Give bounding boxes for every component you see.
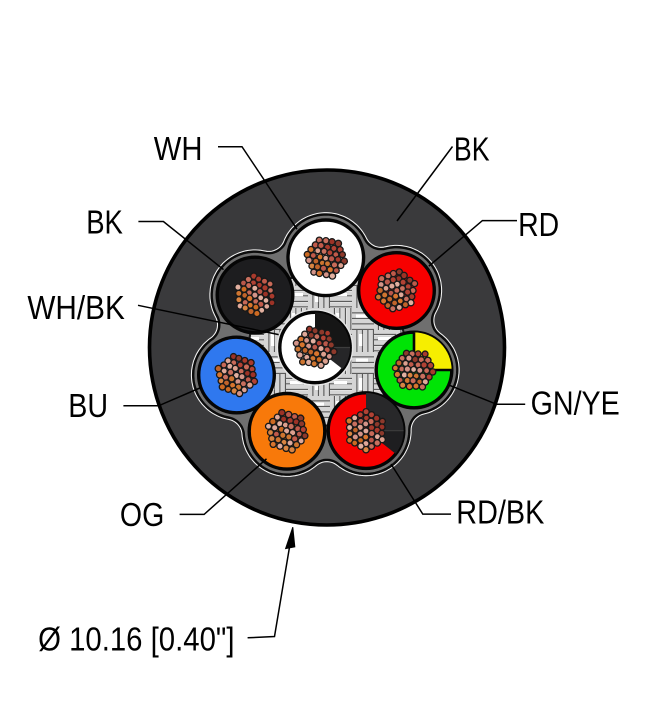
svg-text:RD/BK: RD/BK: [456, 493, 544, 530]
svg-text:OG: OG: [120, 496, 164, 533]
svg-text:RD: RD: [518, 206, 559, 243]
svg-text:BK: BK: [454, 131, 490, 168]
svg-text:BU: BU: [68, 387, 108, 424]
svg-text:GN/YE: GN/YE: [531, 385, 620, 422]
svg-text:WH: WH: [154, 130, 203, 167]
svg-text:BK: BK: [86, 204, 123, 241]
svg-text:Ø 10.16 [0.40"]: Ø 10.16 [0.40"]: [38, 621, 234, 658]
svg-text:WH/BK: WH/BK: [27, 289, 124, 326]
